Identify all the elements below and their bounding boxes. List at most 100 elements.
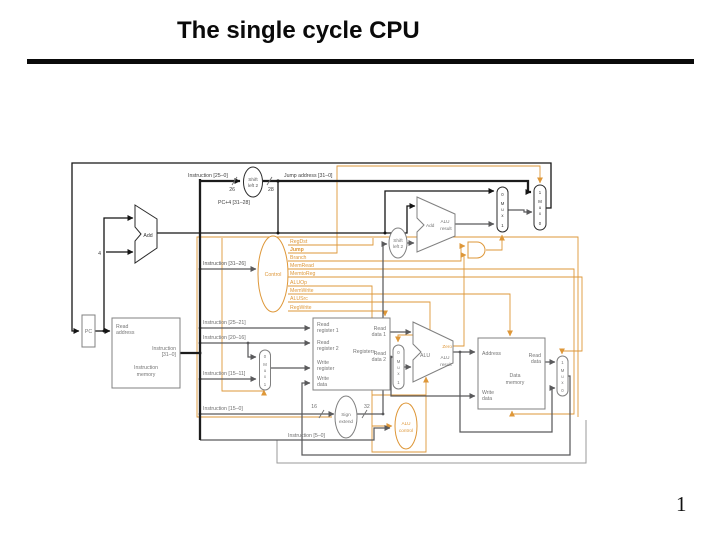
signal-memwrite: MemWrite: [290, 288, 314, 294]
shift-left2-label2: left 2: [248, 183, 259, 188]
pc-adder: Add: [134, 204, 158, 264]
signal-aluop: ALUOp: [290, 280, 307, 286]
pc-label: PC: [85, 329, 92, 335]
mux-x: x: [539, 211, 542, 216]
control-region-outline: [196, 236, 579, 418]
regdst-mux: 0 M u x 1: [259, 349, 271, 391]
aluop-signal-wire: [288, 285, 429, 453]
bottom-group-outline: [276, 420, 587, 464]
mux-1: 1: [397, 380, 400, 385]
mem-write-data-wire: [390, 357, 476, 399]
sign-extend-label: Sign: [341, 412, 351, 417]
branch-adder-result-label: ALU: [440, 219, 450, 224]
mux-m: M: [397, 359, 401, 364]
imem-out-label2: [31–0]: [162, 352, 177, 358]
shift-left-2-jump: Shift left 2: [243, 166, 263, 198]
dmem-name: Data: [510, 373, 521, 379]
instr-25-21-label: Instruction [25–21]: [203, 320, 246, 326]
mux-u: u: [397, 365, 400, 370]
signal-alusrc: ALUSrc: [290, 296, 308, 302]
sign-extend-unit: Sign extend: [334, 395, 358, 439]
signal-memtoreg: MemtoReg: [290, 271, 315, 277]
mux-0: 0: [539, 221, 542, 226]
mux-x: x: [561, 380, 564, 385]
regwrite-signal-wire: [288, 310, 388, 317]
control-label: Control: [265, 272, 282, 278]
instr-20-16-label: Instruction [20–16]: [203, 335, 246, 341]
mux-1: 1: [561, 360, 564, 365]
instr-15-11-label: Instruction [15–11]: [203, 371, 246, 377]
pc-adder-label: Add: [143, 233, 152, 239]
mux-x: x: [501, 213, 504, 218]
alusrc-mux: 0 M u x 1: [392, 344, 405, 390]
branchmux-to-jumpmux-wire: [508, 209, 533, 215]
imem-name: Instruction: [134, 365, 158, 371]
width-28-label: 28: [268, 187, 274, 193]
bus-width-tick-28: [266, 176, 273, 186]
and-output-wire: [486, 234, 505, 251]
shift-left-2-branch: Shift left 2: [388, 227, 408, 259]
dmem-read-data-label: Read: [529, 353, 542, 359]
imem-read-address-label: Read: [116, 324, 129, 330]
mux-m: M: [501, 201, 505, 206]
signal-regwrite: RegWrite: [290, 305, 312, 311]
pc4-31-28-label: PC+4 [31–28]: [218, 200, 250, 206]
registers-file: Read register 1 Read register 2 Write re…: [312, 317, 391, 391]
signal-memread: MemRead: [290, 263, 314, 269]
pc-to-add-wire: [103, 215, 134, 331]
branch-adder-result-label2: result: [440, 226, 452, 231]
mux-0: 0: [397, 350, 400, 355]
branch-adder: Add ALU result: [416, 196, 456, 253]
reg-write-data-label: Write: [317, 376, 329, 382]
branch-signal-wire: [288, 243, 466, 262]
width-16-label: 16: [311, 404, 317, 410]
width-26-label: 26: [229, 187, 235, 193]
mux-0: 0: [264, 354, 267, 359]
reg-write-data-label2: data: [317, 382, 327, 388]
read-data2-label: Read: [374, 351, 387, 357]
memread-signal-wire: [288, 268, 575, 417]
const-4-label: 4: [98, 251, 101, 257]
read-data1-label: Read: [374, 326, 387, 332]
instruction-memory: Read address Instruction [31–0] Instruct…: [111, 317, 181, 389]
instr-31-26-label: Instruction [31–26]: [203, 261, 246, 267]
pc-loop-wire: [71, 162, 552, 334]
alu-result-to-mux-wire: [459, 352, 556, 433]
alu-result-label: ALU: [440, 355, 450, 360]
dmem-read-data-label2: data: [531, 359, 541, 365]
read-register2-label: Read: [317, 340, 330, 346]
alu-label: ALU: [420, 353, 430, 359]
mux-0: 0: [561, 388, 564, 393]
mux-u: u: [501, 207, 504, 212]
alu-result-label2: result: [440, 362, 452, 367]
signal-jump: Jump: [290, 247, 304, 253]
shift-left2-branch-label: Shift: [393, 238, 403, 243]
mux-1: 1: [501, 223, 504, 228]
writeback-wire: [301, 375, 571, 456]
alu-zero-label: Zero: [442, 344, 452, 349]
diagram-labels: Instruction [25–0] Jump address [31–0] 2…: [98, 173, 370, 439]
bus-width-tick-16: [318, 409, 325, 419]
control-wires: [196, 165, 583, 453]
imem-out-label: Instruction: [152, 346, 176, 352]
read-data2-label2: data 2: [372, 357, 387, 363]
branch-mux: 0 M u x 1: [496, 186, 509, 233]
instr-5-0-wire: [200, 425, 391, 441]
write-register-label2: register: [317, 366, 335, 372]
jump-signal-wire: [288, 165, 543, 254]
mux-u: u: [561, 374, 564, 379]
instruction-bus: [180, 179, 202, 440]
write-register-label: Write: [317, 360, 329, 366]
jump-address-label: Jump address [31–0]: [284, 173, 333, 179]
shift-left2-branch-label2: left 2: [393, 244, 404, 249]
page-title: The single cycle CPU: [177, 17, 420, 44]
pc-register: PC: [81, 314, 96, 348]
mux-m: M: [538, 199, 542, 204]
imem-read-address-label2: address: [116, 330, 135, 336]
memtoreg-signal-wire: [288, 276, 583, 355]
mux-1: 1: [264, 382, 267, 387]
mux-x: x: [264, 374, 267, 379]
mux-1: 1: [539, 190, 542, 195]
